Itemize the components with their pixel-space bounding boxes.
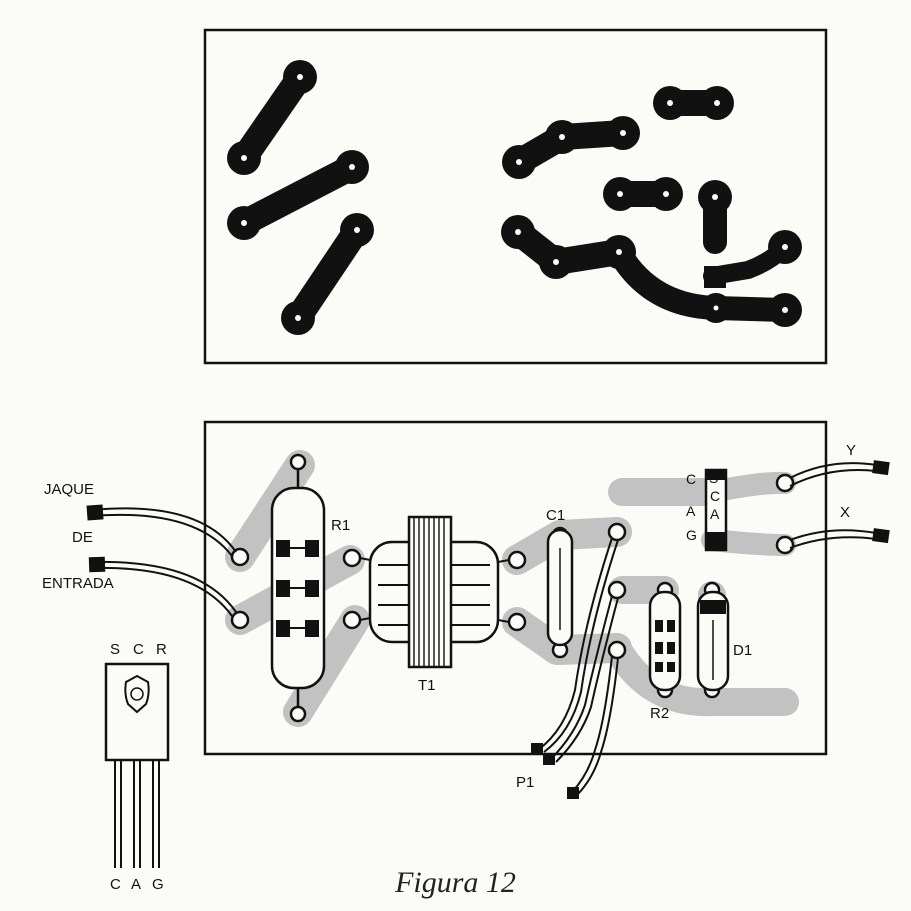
resistor-r1	[270, 470, 326, 706]
scr-side-c: C	[686, 471, 696, 487]
label-x: X	[840, 504, 850, 521]
scr-package-label-c: C	[133, 641, 144, 658]
transformer-t1	[359, 515, 510, 669]
label-y: Y	[846, 442, 856, 459]
trace-2	[231, 154, 365, 236]
label-d1: D1	[733, 642, 752, 659]
label-c1: C1	[546, 507, 565, 524]
trace-3	[285, 217, 370, 331]
pcb-copper-layout	[203, 28, 828, 365]
scr-package-pin-c: C	[110, 876, 121, 893]
pcb-component-layout: JAQUE DE ENTRADA R1 T1 C1 R2 D1 P1 Y X S…	[42, 420, 890, 799]
scr-pin-s: S	[709, 470, 718, 486]
diode-d1	[696, 590, 730, 692]
label-jack-line2: DE	[72, 529, 93, 546]
resistor-r2	[648, 590, 682, 692]
pcb-bottom-outline	[203, 420, 828, 756]
label-t1: T1	[418, 677, 436, 694]
scr-pin-c: C	[710, 488, 720, 504]
output-wires	[789, 460, 890, 549]
scr-pin-a: A	[710, 506, 720, 522]
capacitor-c1	[546, 528, 574, 647]
pcb-top-outline	[203, 28, 828, 365]
p1-wires	[531, 537, 619, 799]
scr-on-board	[704, 468, 728, 552]
scr-package-pin-a: A	[131, 876, 141, 893]
scr-pin-g: G	[709, 532, 720, 548]
label-jack-line1: JAQUE	[44, 481, 94, 498]
label-jack-line3: ENTRADA	[42, 575, 114, 592]
label-r1: R1	[331, 517, 350, 534]
scr-side-g: G	[686, 527, 697, 543]
label-p1: P1	[516, 774, 534, 791]
scr-package-detail: S C R C A G	[104, 641, 170, 893]
scr-package-label-s: S	[110, 641, 120, 658]
figure-caption: Figura 12	[395, 866, 516, 899]
scr-package-tab-hole	[124, 674, 150, 714]
input-jack-wires	[86, 504, 237, 617]
scr-package-leads	[114, 760, 160, 868]
scr-package-label-r: R	[156, 641, 167, 658]
scr-package-pin-g: G	[152, 876, 164, 893]
scr-side-a: A	[686, 503, 696, 519]
label-r2: R2	[650, 705, 669, 722]
